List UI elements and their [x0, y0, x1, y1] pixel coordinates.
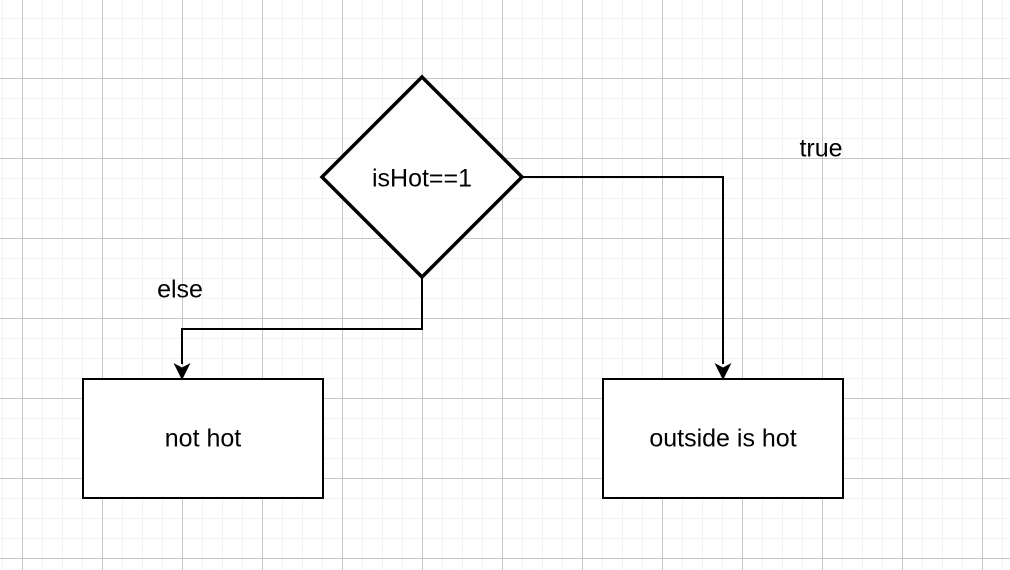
decision-label: isHot==1 [371, 164, 473, 193]
outside-is-hot-box-shape [602, 378, 844, 499]
else-branch-label: else [157, 275, 203, 304]
true-branch-label: true [799, 134, 843, 163]
true-branch-arrowhead-icon [714, 363, 732, 380]
not-hot-box-shape [82, 378, 324, 499]
not-hot-box-label: not hot [164, 424, 242, 453]
outside-is-hot-box-label: outside is hot [649, 424, 797, 453]
else-branch-connector [181, 277, 423, 364]
true-branch-connector [522, 176, 724, 364]
else-branch-arrowhead-icon [173, 363, 191, 380]
decision-diamond-shape [319, 74, 525, 280]
